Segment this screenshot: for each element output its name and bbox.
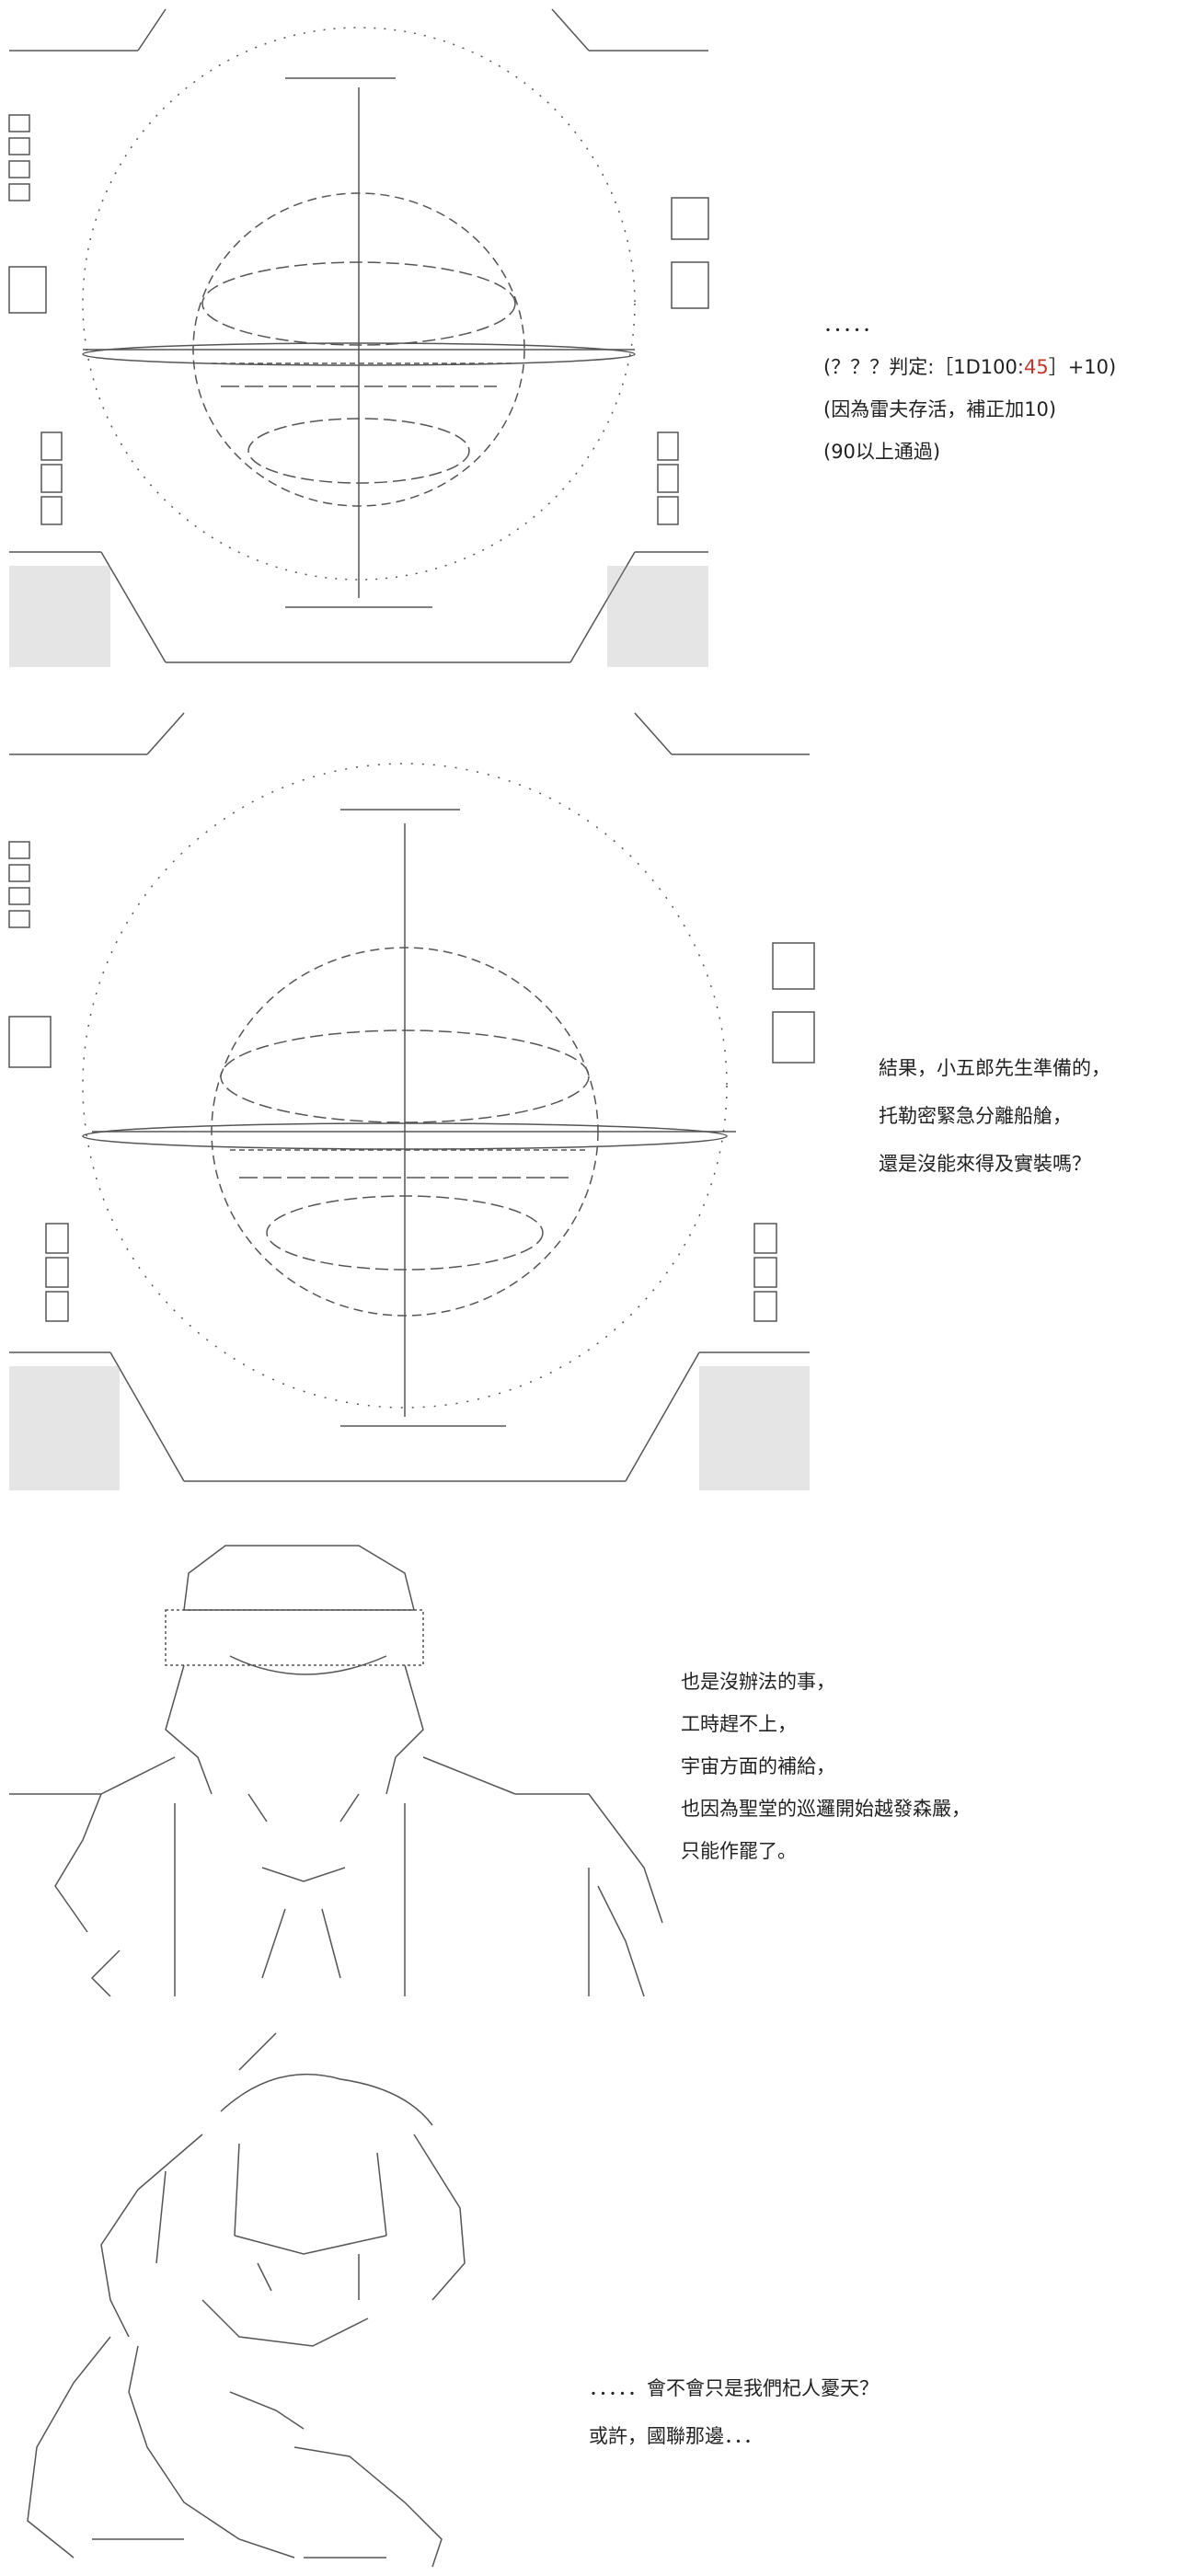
- dialog-panel-3: 也是沒辦法的事， 工時趕不上， 宇宙方面的補給， 也因為聖堂的巡邏開始越發森嚴，…: [681, 1661, 971, 1872]
- ascii-art-space-station: [8, 712, 815, 1490]
- dialog-line-ellipsis: ．．．．．: [823, 314, 881, 336]
- dialog-line-bonus: (因為雷夫存活，補正加10): [823, 398, 1057, 420]
- dialog-line-2: 工時趕不上，: [681, 1713, 797, 1735]
- dialog-panel-1: ．．．．． (？？？判定:［1D100:45］+10) (因為雷夫存活，補正加1…: [823, 304, 1116, 473]
- dialog-line-1: 也是沒辦法的事，: [681, 1671, 835, 1693]
- panel-2: 結果，小五郎先生準備的， 托勒密緊急分離船艙， 還是沒能來得及實裝嗎？: [0, 699, 1196, 1500]
- dialog-line-1: 結果，小五郎先生準備的，: [879, 1057, 1110, 1079]
- dialog-line-5: 只能作罷了。: [681, 1840, 797, 1862]
- dialog-line-threshold: (90以上通過): [823, 441, 941, 463]
- ascii-art-hooded-man: [9, 1545, 663, 1997]
- panel-4: ．．．．．會不會只是我們杞人憂天？ 或許，國聯那邊．．．: [0, 2024, 1196, 2576]
- ascii-art-space-station: [8, 8, 709, 667]
- panel-1: ．．．．． (？？？判定:［1D100:45］+10) (因為雷夫存活，補正加1…: [0, 0, 1196, 681]
- dialog-line-roll: (？？？判定:［1D100:45］+10): [823, 356, 1117, 378]
- roll-result: 45: [1023, 356, 1049, 378]
- dialog-line-2: 或許，國聯那邊．．．: [589, 2425, 763, 2447]
- dialog-line-3: 宇宙方面的補給，: [681, 1755, 835, 1777]
- dialog-panel-2: 結果，小五郎先生準備的， 托勒密緊急分離船艙， 還是沒能來得及實裝嗎？: [879, 1044, 1110, 1188]
- dialog-line-4: 也因為聖堂的巡邏開始越發森嚴，: [681, 1798, 971, 1820]
- dialog-line-1: ．．．．．會不會只是我們杞人憂天？: [589, 2377, 879, 2399]
- ascii-art-girl: [27, 2032, 466, 2568]
- dialog-line-3: 還是沒能來得及實裝嗎？: [879, 1153, 1091, 1175]
- dialog-panel-4: ．．．．．會不會只是我們杞人憂天？ 或許，國聯那邊．．．: [589, 2364, 879, 2460]
- dialog-line-2: 托勒密緊急分離船艙，: [879, 1105, 1072, 1127]
- panel-3: 也是沒辦法的事， 工時趕不上， 宇宙方面的補給， 也因為聖堂的巡邏開始越發森嚴，…: [0, 1518, 1196, 2006]
